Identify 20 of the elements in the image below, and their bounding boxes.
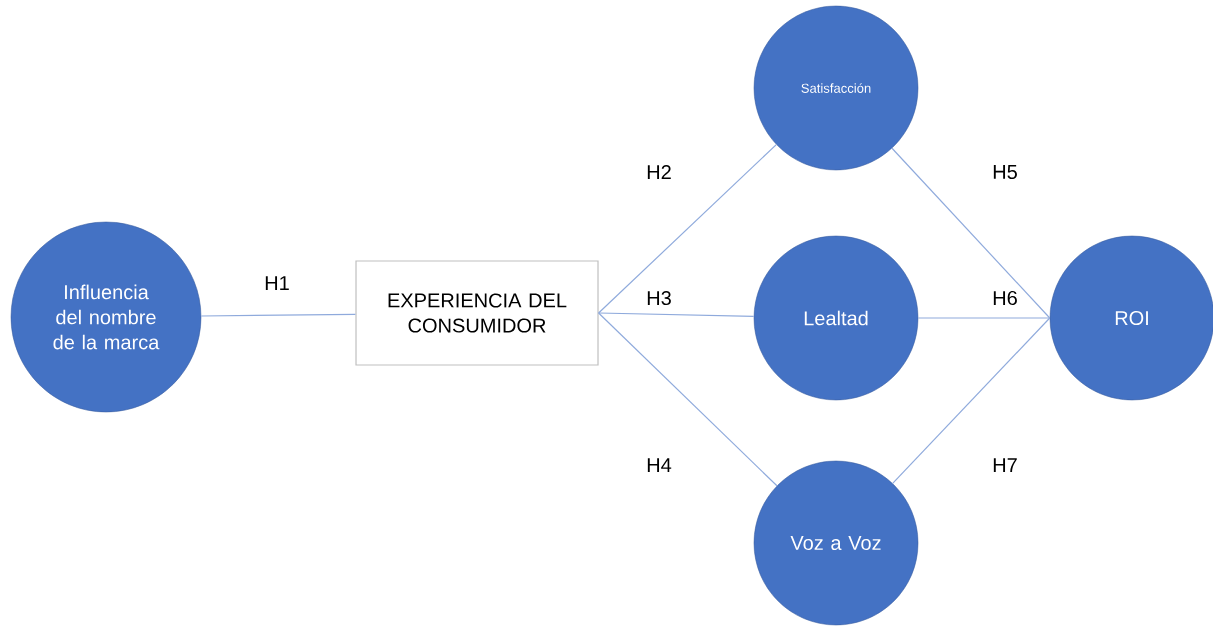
edge-label: H6 [990, 289, 1020, 307]
circle-node: ROI [1049, 235, 1213, 401]
connector-line [598, 144, 777, 314]
connector-line [892, 317, 1051, 484]
circle-node: Voz a Voz [753, 460, 919, 626]
circle-node: Influencia del nombre de la marca [10, 221, 202, 413]
circle-node: Lealtad [753, 235, 919, 401]
connector-line [891, 147, 1051, 319]
connector-line [598, 312, 755, 317]
edge-label: H4 [644, 456, 674, 474]
connector-line [598, 312, 778, 487]
connector-line [200, 313, 356, 317]
edge-label: H1 [262, 274, 292, 292]
circle-node: Satisfacción [753, 5, 919, 171]
edge-label: H3 [644, 289, 674, 307]
edge-label: H7 [990, 456, 1020, 474]
process-box: EXPERIENCIA DEL CONSUMIDOR [355, 260, 599, 366]
edge-label: H5 [990, 163, 1020, 181]
connector-line [917, 317, 1051, 319]
edge-label: H2 [644, 163, 674, 181]
